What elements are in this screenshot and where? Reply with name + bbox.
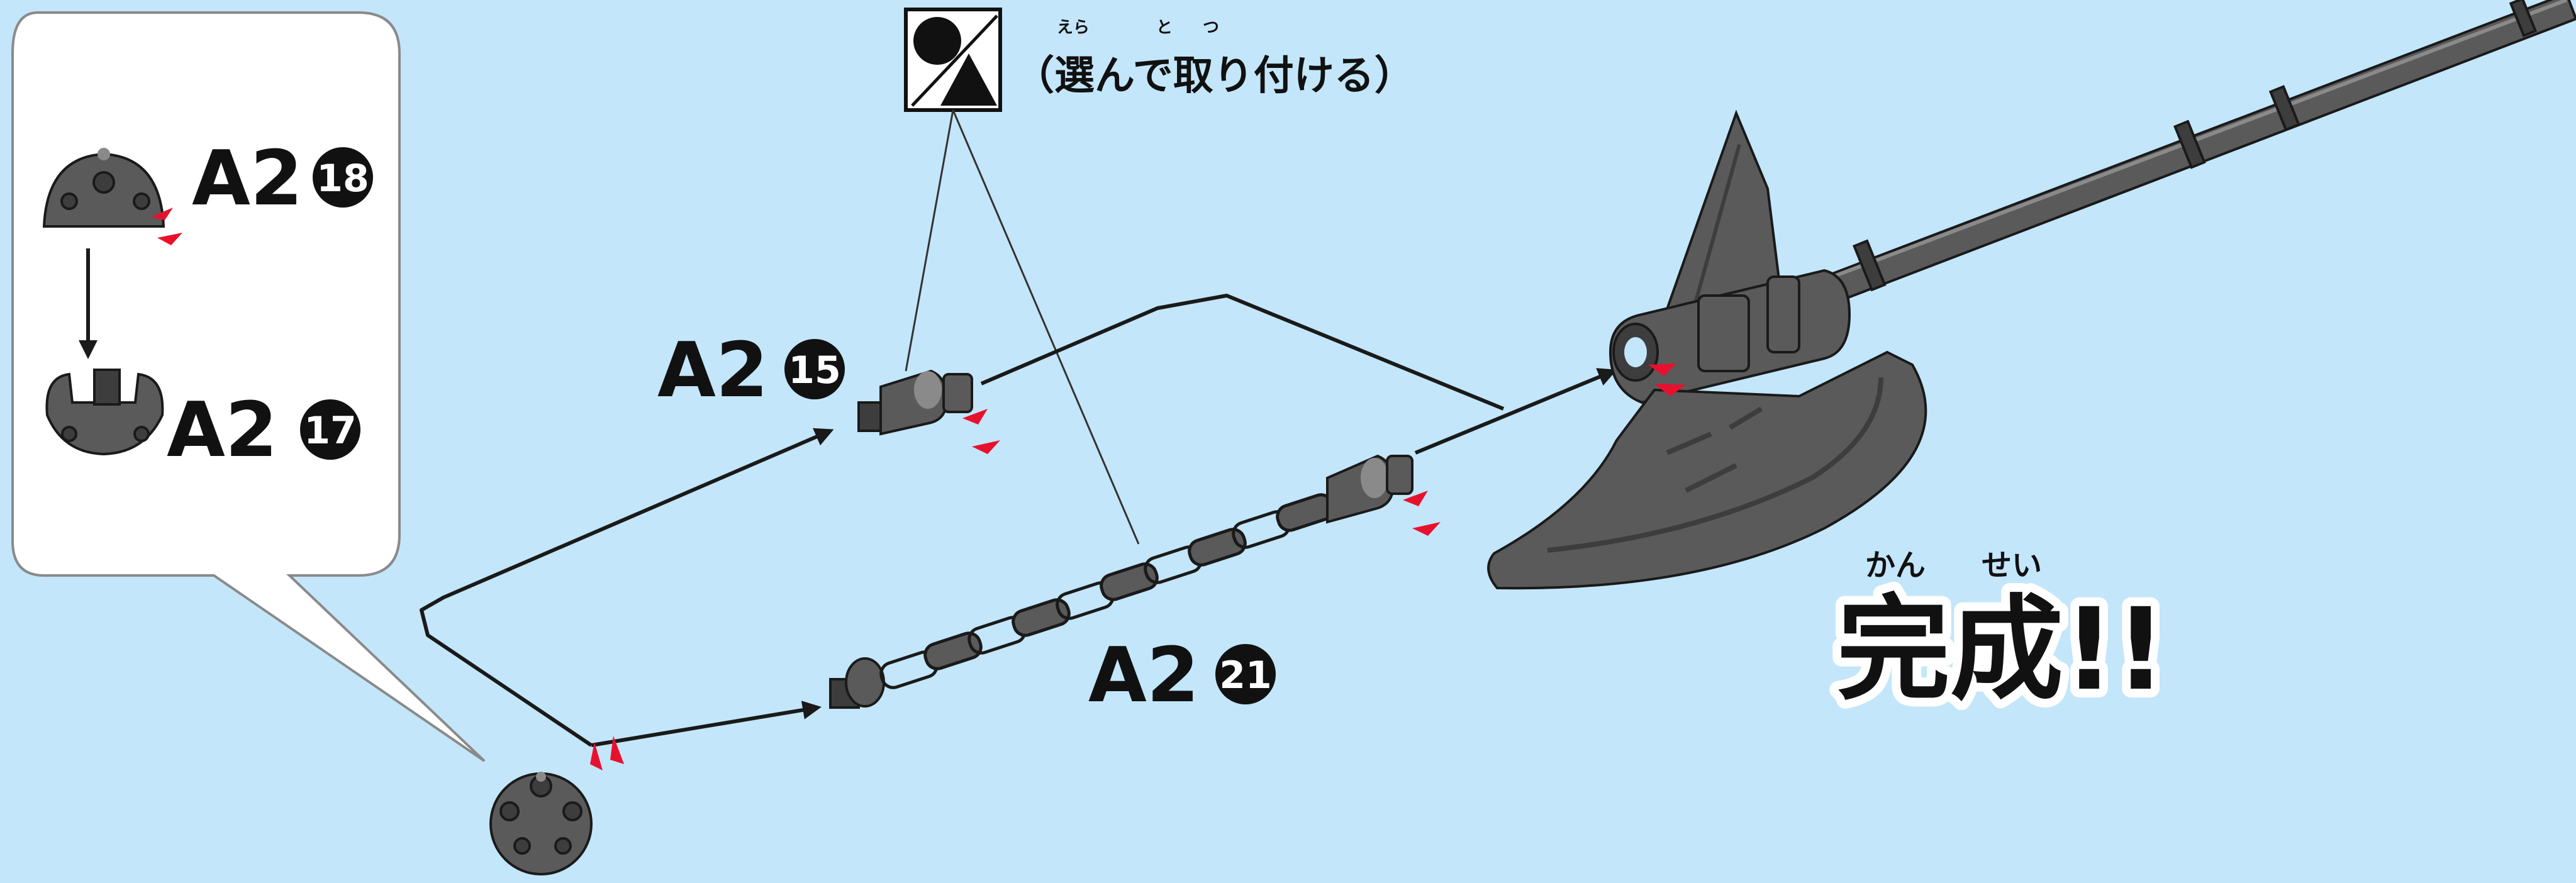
part-number-badge [313, 147, 373, 208]
choose-note: （選んで取り付ける） えら と つ [1014, 18, 1415, 99]
arrow-to-chain [591, 701, 822, 747]
part-number: 21 [1219, 653, 1272, 697]
part-code: A2 [1088, 632, 1199, 719]
choose-symbol-icon [904, 8, 1002, 112]
part-number: 15 [788, 348, 841, 392]
part-code: A2 [192, 135, 303, 223]
complete-text: 完成!! [1837, 584, 2166, 716]
part-number-badge [784, 339, 845, 399]
insert-mark [590, 736, 624, 770]
ruby-text: せい [1982, 548, 2042, 583]
insert-mark [151, 208, 182, 245]
ball-part-icon [489, 772, 593, 875]
callout-label-a2-18: A2 18 [192, 135, 373, 223]
axe-icon [1487, 0, 2576, 590]
insert-mark [1403, 491, 1441, 536]
part-number: 18 [316, 157, 369, 201]
pointer-line [905, 109, 954, 372]
ruby-text: かん [1865, 548, 1926, 583]
part-code: A2 [167, 387, 277, 474]
arrow-chain-to-axe [1414, 368, 1617, 455]
insert-mark [962, 409, 1000, 454]
pointer-line [952, 109, 1140, 545]
part-number: 17 [304, 409, 357, 453]
part-a2-21-icon [829, 454, 1413, 709]
part-a2-17-icon [45, 369, 164, 456]
ruby-text: つ [1203, 18, 1219, 37]
ruby-text: と [1156, 18, 1173, 37]
choose-note-text: （選んで取り付ける） [1014, 53, 1415, 99]
part-number-badge [300, 399, 360, 460]
part-a2-18-icon [42, 148, 165, 228]
insert-mark [1648, 364, 1686, 396]
callout-label-a2-17: A2 17 [167, 387, 360, 474]
chain-links [879, 493, 1335, 689]
part-number-badge [1215, 644, 1276, 704]
complete-title: かん せい 完成!! [1828, 548, 2175, 725]
label-a2-15: A2 15 [657, 327, 845, 414]
part-code: A2 [657, 327, 768, 414]
ruby-text: えら [1057, 18, 1090, 37]
label-a2-21: A2 21 [1088, 632, 1276, 719]
arrow-peg-to-axe [980, 294, 1505, 411]
part-a2-15-icon [857, 369, 973, 436]
arrow-to-peg [420, 428, 834, 747]
